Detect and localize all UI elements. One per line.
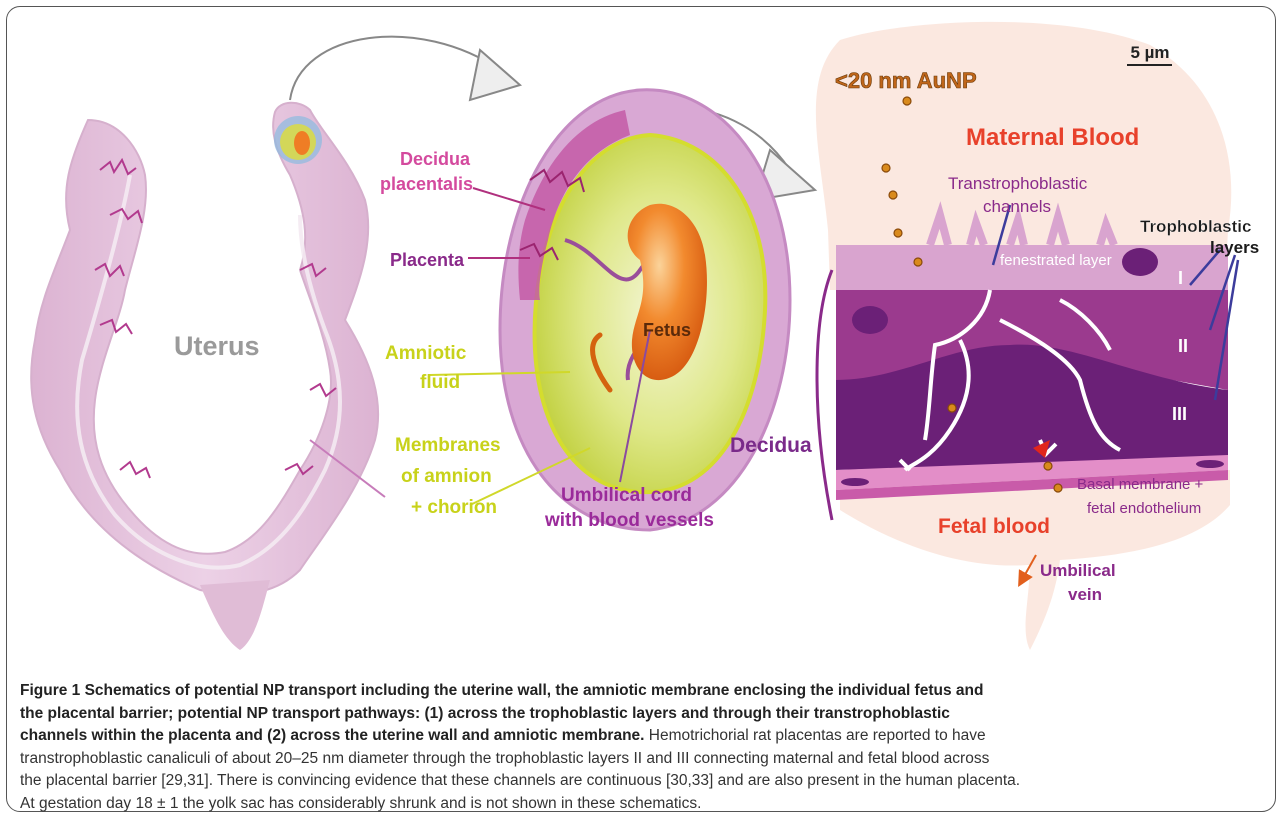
decidua-placentalis-label-1: Decidua [400,149,471,169]
maternal-blood-label: Maternal Blood [966,124,1139,151]
membranes-label-3: + chorion [411,497,497,518]
amniotic-label-1: Amniotic [385,343,467,364]
caption-line-4: transtrophoblastic canaliculi of about 2… [20,748,1270,771]
fetus-label: Fetus [643,320,691,340]
caption-line-1: Figure 1 Schematics of potential NP tran… [20,680,1270,703]
aunp-label: <20 nm AuNP [835,68,977,93]
caption-line-2: the placental barrier; potential NP tran… [20,703,1270,726]
caption-line-3: channels within the placenta and (2) acr… [20,725,1270,748]
umbilical-vein-label-1: Umbilical [1040,561,1116,580]
umbilical-cord-label-1: Umbilical cord [561,485,692,506]
trophoblastic-label-2: layers [1210,238,1259,257]
uterus-label: Uterus [174,331,260,361]
caption-line-6: At gestation day 18 ± 1 the yolk sac has… [20,793,1270,816]
figure-diagram: 5 µm <20 nm AuNP Maternal Blood Transtro… [0,0,1284,680]
transition-arrow-1 [290,37,520,100]
figure-caption: Figure 1 Schematics of potential NP tran… [20,680,1270,815]
layer-2-label: II [1178,336,1188,356]
fenestrated-layer-label: fenestrated layer [1000,252,1112,269]
transtrophoblastic-label-2: channels [983,197,1051,216]
uterus-shape [31,103,378,650]
scale-bar-label: 5 µm [1130,43,1169,62]
umbilical-vein-label-2: vein [1068,585,1102,604]
amniotic-label-2: fluid [420,372,460,393]
decidua-placentalis-label-2: placentalis [380,174,473,194]
trophoblastic-label-1: Trophoblastic [1140,217,1251,236]
placenta-detail [816,22,1238,650]
basal-membrane-label-2: fetal endothelium [1087,500,1201,517]
layer-1-label: I [1178,268,1183,288]
amniotic-sac [500,90,790,530]
membranes-label-1: Membranes [395,435,501,456]
basal-membrane-label-1: Basal membrane + [1077,476,1204,493]
fetal-blood-label: Fetal blood [938,515,1050,538]
placenta-label: Placenta [390,250,465,270]
layer-3-label: III [1172,404,1187,424]
caption-line-5: the placental barrier [29,31]. There is … [20,770,1270,793]
umbilical-cord-label-2: with blood vessels [544,510,714,531]
membranes-label-2: of amnion [401,466,492,487]
transtrophoblastic-label-1: Transtrophoblastic [948,174,1088,193]
decidua-label: Decidua [730,434,812,457]
